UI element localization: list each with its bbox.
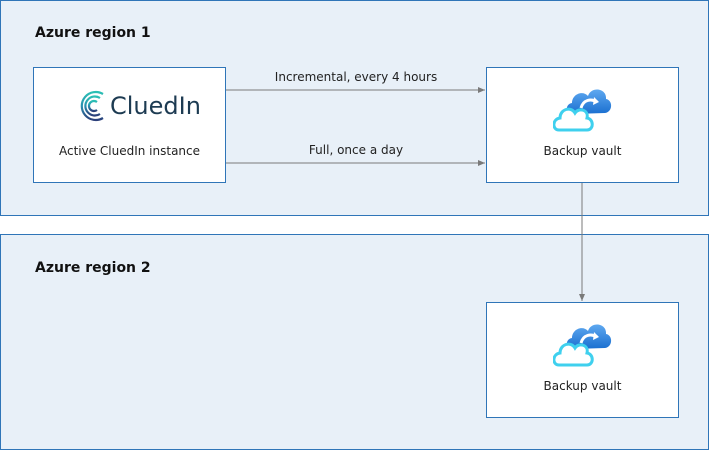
region-title: Azure region 2	[35, 260, 151, 276]
backup-vault-1-node[interactable]: Backup vault	[486, 67, 679, 183]
node-label: Backup vault	[543, 379, 622, 393]
edge-label-incremental: Incremental, every 4 hours	[274, 70, 438, 84]
cluedin-logo-text: CluedIn	[110, 92, 201, 120]
node-label: Backup vault	[543, 144, 622, 158]
edge-label-full: Full, once a day	[308, 143, 404, 157]
cluedin-instance-node[interactable]: CluedIn Active CluedIn instance	[33, 67, 226, 183]
node-label: Active CluedIn instance	[58, 144, 201, 158]
backup-vault-2-node[interactable]: Backup vault	[486, 302, 679, 418]
cluedin-logo-icon	[80, 90, 104, 122]
backup-vault-icon	[553, 324, 612, 367]
backup-vault-icon	[553, 89, 612, 132]
region-title: Azure region 1	[35, 25, 151, 41]
cluedin-logo: CluedIn	[76, 88, 201, 124]
